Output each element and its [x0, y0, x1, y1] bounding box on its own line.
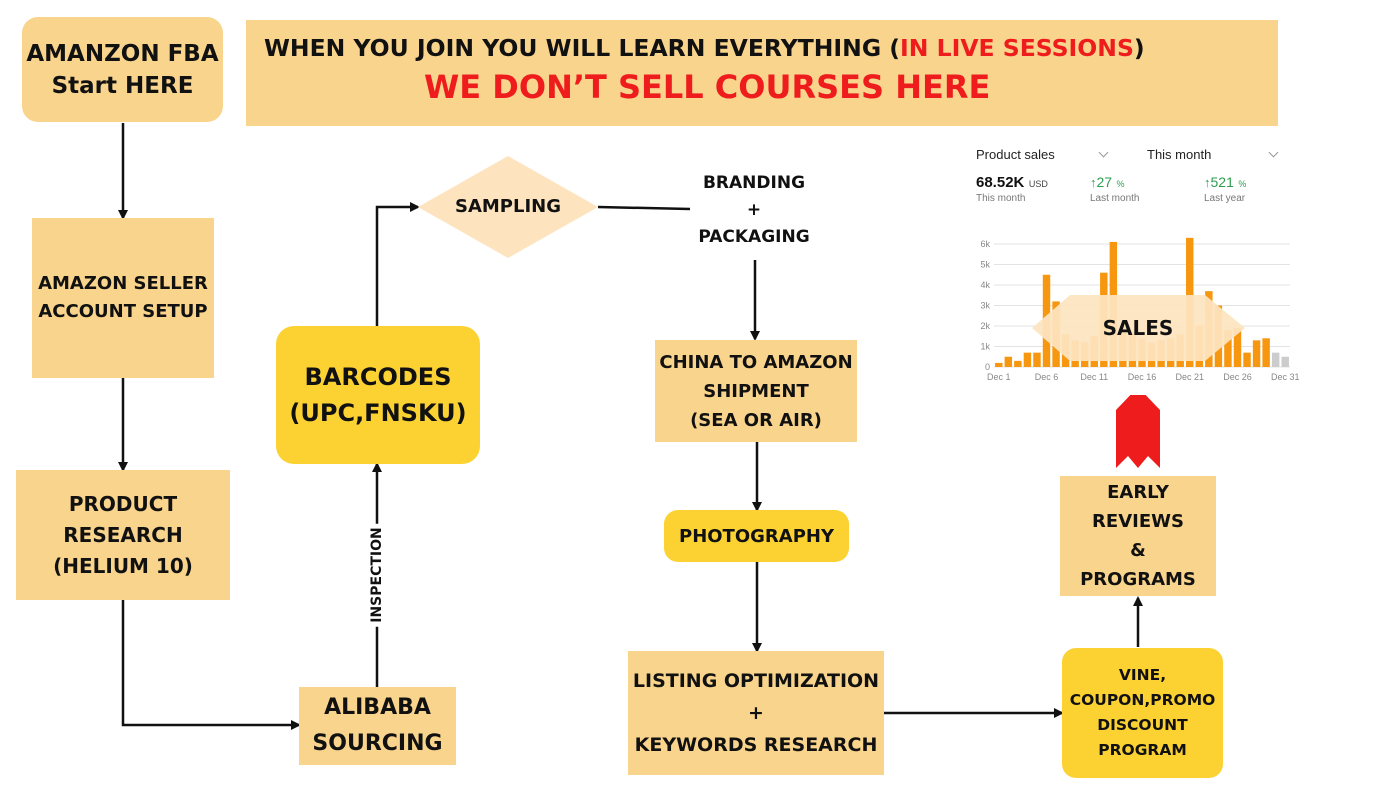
chart-bar [1262, 338, 1270, 367]
x-tick-label: Dec 21 [1175, 372, 1204, 382]
y-tick-label: 2k [980, 321, 990, 331]
arrow-research-to-alibaba [121, 600, 301, 730]
sampling-diamond [418, 156, 598, 258]
banner-live-sessions: IN LIVE SESSIONS [900, 34, 1134, 62]
chart-bar [995, 362, 1003, 367]
inspection-label: INSPECTION [369, 523, 385, 627]
change-vs-last-month: ↑27 % [1090, 174, 1125, 190]
change-year-caption: Last year [1204, 193, 1246, 204]
vine-node: VINE, COUPON,PROMO DISCOUNT PROGRAM [1062, 648, 1223, 778]
line-sampling-to-branding [597, 205, 691, 211]
x-tick-label: Dec 1 [987, 372, 1011, 382]
y-tick-label: 6k [980, 239, 990, 249]
photography-node: PHOTOGRAPHY [664, 510, 849, 562]
change-month-caption: Last month [1090, 193, 1140, 204]
total-sales-value: 68.52K USD [976, 174, 1048, 191]
chart-bar [1243, 352, 1251, 367]
x-tick-label: Dec 16 [1128, 372, 1157, 382]
x-tick-label: Dec 26 [1223, 372, 1252, 382]
y-tick-label: 3k [980, 301, 990, 311]
top-banner: WHEN YOU JOIN YOU WILL LEARN EVERYTHING … [246, 20, 1278, 126]
y-tick-label: 4k [980, 280, 990, 290]
big-red-up-arrow [1116, 387, 1160, 468]
chart-bar [1033, 352, 1041, 367]
chart-bar [1252, 340, 1261, 367]
change-vs-last-year: ↑521 % [1204, 174, 1247, 190]
y-tick-label: 0 [985, 362, 990, 372]
banner-subheadline: WE DON’T SELL COURSES HERE [424, 68, 991, 106]
listing-node: LISTING OPTIMIZATION + KEYWORDS RESEARCH [628, 651, 884, 775]
y-tick-label: 5k [980, 260, 990, 270]
banner-headline: WHEN YOU JOIN YOU WILL LEARN EVERYTHING … [264, 34, 1145, 62]
start-node: AMANZON FBA Start HERE [22, 17, 223, 122]
sales-dashboard: Product sales This month 68.52K USD This… [960, 135, 1300, 395]
up-arrow-icon: ↑ [1090, 175, 1097, 190]
total-sales-caption: This month [976, 193, 1026, 204]
chart-bar [1014, 360, 1022, 367]
x-tick-label: Dec 6 [1035, 372, 1059, 382]
chart-bar [1281, 356, 1289, 367]
sales-label: SALES [1103, 316, 1174, 340]
barcodes-node: BARCODES (UPC,FNSKU) [276, 326, 480, 464]
alibaba-node: ALIBABA SOURCING [299, 687, 456, 765]
shipment-node: CHINA TO AMAZON SHIPMENT (SEA OR AIR) [655, 340, 857, 442]
chart-bar [1224, 330, 1232, 367]
period-select[interactable]: This month [1147, 147, 1212, 162]
metric-select[interactable]: Product sales [976, 147, 1055, 162]
x-tick-label: Dec 31 [1271, 372, 1300, 382]
up-arrow-icon: ↑ [1204, 175, 1211, 190]
chart-bar [1233, 328, 1242, 367]
x-tick-label: Dec 11 [1080, 372, 1108, 382]
product-research-node: PRODUCT RESEARCH (HELIUM 10) [16, 470, 230, 600]
seller-account-node: AMAZON SELLER ACCOUNT SETUP [32, 218, 214, 378]
chart-bar [1023, 352, 1032, 367]
branding-node: BRANDING + PACKAGING [698, 172, 810, 247]
sales-hexagon [1032, 295, 1245, 361]
y-tick-label: 1k [980, 342, 990, 352]
chart-bar [1271, 352, 1280, 367]
chart-bar [1004, 356, 1013, 367]
arrow-barcodes-to-sampling [375, 202, 420, 326]
sampling-label: SAMPLING [454, 196, 561, 217]
early-reviews-node: EARLY REVIEWS & PROGRAMS [1060, 476, 1216, 596]
